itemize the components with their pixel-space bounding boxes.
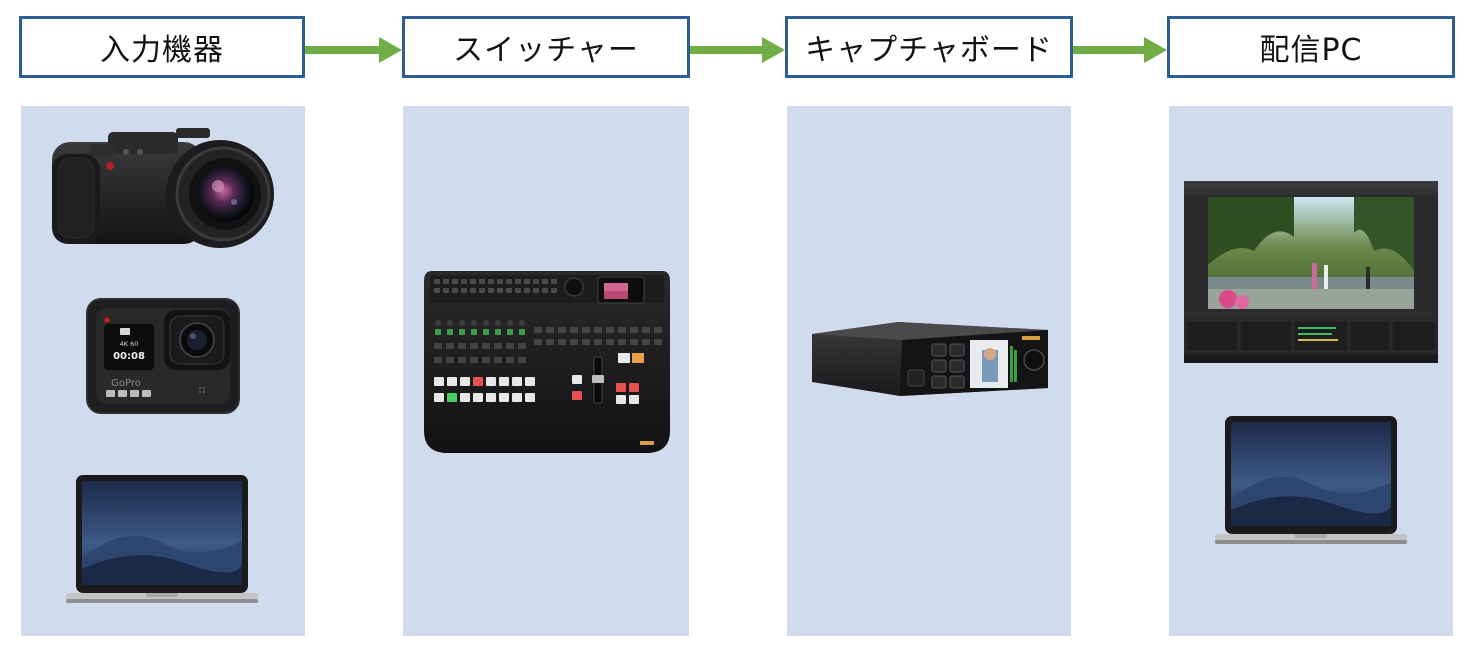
flow-arrow-1 [305,37,402,63]
stage-label-capture-board: キャプチャボード [785,16,1073,78]
camera-resolution-text: 4K 60 [120,340,139,348]
cinema-camera-image [52,128,274,248]
stage-label-text: スイッチャー [453,33,639,68]
live-switcher-image [424,271,670,453]
streaming-software-image [1184,181,1438,363]
camera-brand-text: GoPro [111,378,141,389]
stage-label-text: 配信PC [1259,33,1363,68]
laptop-image-pc [1215,416,1407,544]
switcher-faders [435,320,525,335]
stage-label-text: キャプチャボード [805,33,1053,68]
stage-label-streaming-pc: 配信PC [1167,16,1455,78]
flow-arrow-2 [690,37,785,63]
camera-timer-text: 00:08 [113,351,145,362]
stage-label-switcher: スイッチャー [402,16,690,78]
switcher-top-buttons [434,279,557,293]
stage-label-text: 入力機器 [100,33,224,68]
capture-device-image [812,322,1048,396]
switcher-program-row [434,377,535,402]
laptop-image [66,475,258,603]
stage-label-input-devices: 入力機器 [19,16,305,78]
flow-arrow-3 [1073,37,1167,63]
action-camera-image: 4K 60 00:08 GoPro [86,298,240,414]
